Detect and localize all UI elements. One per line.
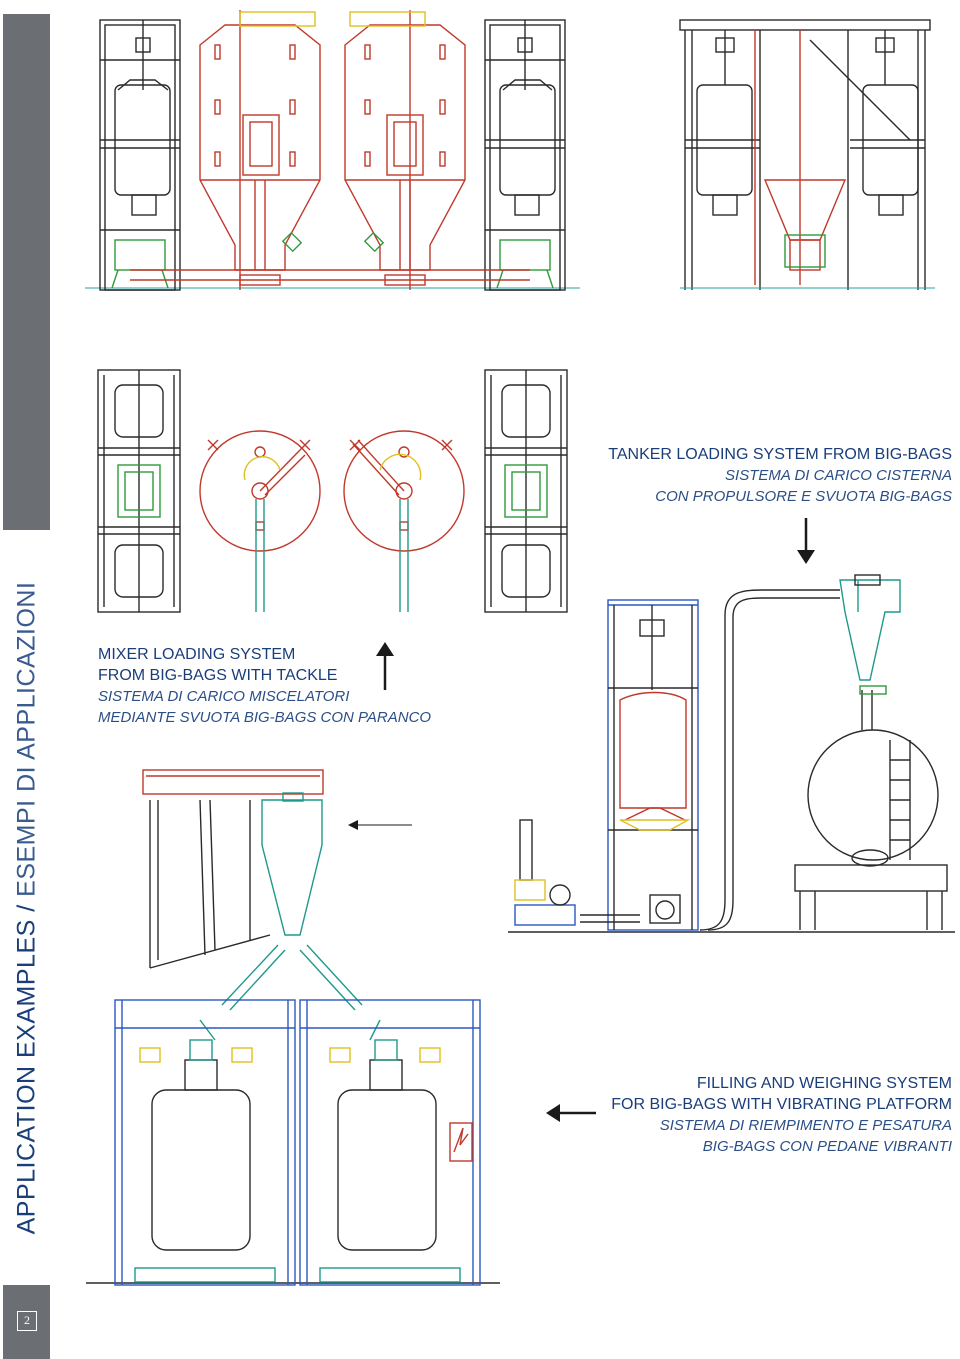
- caption-tanker-sub-2: CON PROPULSORE E SVUOTA BIG-BAGS: [655, 488, 952, 505]
- top-silo-drawing: [85, 10, 935, 291]
- caption-tanker: TANKER LOADING SYSTEM FROM BIG-BAGS SIST…: [608, 444, 952, 507]
- arrow-down-icon: [797, 518, 815, 564]
- caption-tanker-title: TANKER LOADING SYSTEM FROM BIG-BAGS: [608, 446, 952, 463]
- caption-mixer-title-1: MIXER LOADING SYSTEM: [98, 646, 296, 663]
- caption-tanker-sub-1: SISTEMA DI CARICO CISTERNA: [725, 467, 952, 484]
- page-number: 2: [24, 1313, 30, 1327]
- tanker-loading-drawing: [508, 574, 955, 933]
- caption-filling-title-1: FILLING AND WEIGHING SYSTEM: [696, 1075, 952, 1092]
- caption-mixer: MIXER LOADING SYSTEM FROM BIG-BAGS WITH …: [98, 644, 431, 728]
- caption-filling: FILLING AND WEIGHING SYSTEM FOR BIG-BAGS…: [611, 1073, 952, 1157]
- caption-mixer-title-2: FROM BIG-BAGS WITH TACKLE: [98, 667, 338, 684]
- filling-weighing-drawing: [86, 769, 500, 1286]
- arrow-up-icon: [376, 642, 394, 690]
- page-number-box: 2: [3, 1285, 50, 1359]
- caption-mixer-sub-1: SISTEMA DI CARICO MISCELATORI: [98, 688, 350, 705]
- arrow-left-icon: [546, 1104, 596, 1122]
- page-number-icon: 2: [17, 1311, 37, 1331]
- caption-filling-sub-2: BIG-BAGS CON PEDANE VIBRANTI: [702, 1138, 952, 1155]
- caption-filling-sub-1: SISTEMA DI RIEMPIMENTO E PESATURA: [659, 1117, 952, 1134]
- sidebar-panel: [3, 14, 50, 530]
- caption-filling-title-2: FOR BIG-BAGS WITH VIBRATING PLATFORM: [611, 1096, 952, 1113]
- middle-mixer-drawing: [97, 369, 568, 613]
- caption-mixer-sub-2: MEDIANTE SVUOTA BIG-BAGS CON PARANCO: [98, 709, 432, 726]
- arrow-left-thin-icon: [348, 820, 412, 830]
